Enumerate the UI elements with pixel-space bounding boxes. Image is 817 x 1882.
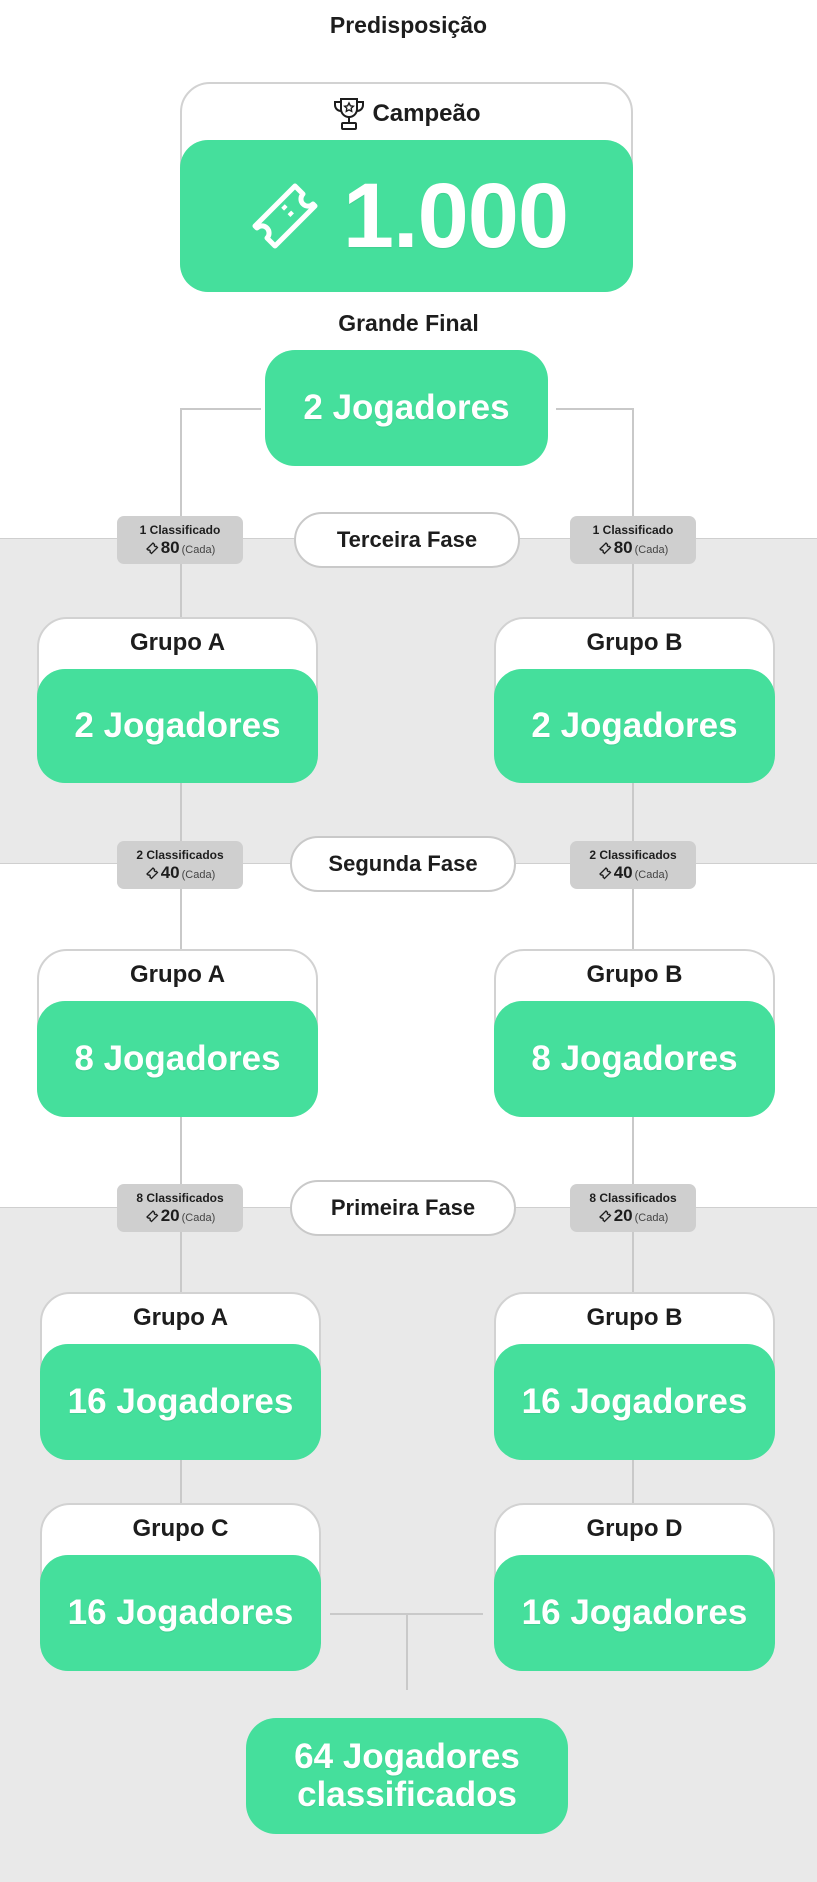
ticket-icon: [145, 542, 159, 555]
connector-line: [406, 1613, 408, 1690]
phase-pill-first: Primeira Fase: [290, 1180, 516, 1236]
connector-line: [632, 888, 634, 950]
group-name: Grupo B: [586, 961, 683, 988]
champion-header: Campeão: [182, 96, 631, 132]
group-card: Grupo B 8 Jogadores: [494, 949, 775, 1117]
champion-prize-box: 1.000: [180, 140, 633, 292]
group-card: Grupo A 2 Jogadores: [37, 617, 318, 783]
connector-line: [556, 408, 634, 410]
qualified-badge-right: 1 Classificado 80 (Cada): [570, 516, 696, 564]
badge-amount: 40: [160, 863, 180, 882]
final-title: Grande Final: [338, 310, 479, 336]
group-name: Grupo A: [132, 1304, 229, 1331]
badge-each: (Cada): [634, 869, 669, 881]
group-players-box: 8 Jogadores: [37, 1001, 318, 1117]
phase-pill-second: Segunda Fase: [290, 836, 516, 892]
page-title: Predisposição: [329, 12, 488, 38]
badge-qualified: 8 Classificados: [589, 1191, 677, 1205]
connector-line: [632, 564, 634, 618]
badge-each: (Cada): [181, 869, 216, 881]
badge-each: (Cada): [181, 1212, 216, 1224]
group-card: Grupo A 8 Jogadores: [37, 949, 318, 1117]
qualified-total-box: 64 Jogadores classificados: [246, 1718, 568, 1834]
badge-qualified: 8 Classificados: [136, 1191, 224, 1205]
qualified-badge-right: 2 Classificados 40 (Cada): [570, 841, 696, 889]
group-name: Grupo B: [586, 629, 683, 656]
phase-pill-third: Terceira Fase: [294, 512, 520, 568]
connector-line: [180, 564, 182, 618]
champion-prize: 1.000: [342, 164, 569, 267]
ticket-icon: [598, 1210, 612, 1223]
qualified-total-line2: classificados: [297, 1775, 517, 1814]
qualified-badge-left: 1 Classificado 80 (Cada): [117, 516, 243, 564]
group-players-box: 16 Jogadores: [494, 1555, 775, 1671]
badge-qualified: 1 Classificado: [139, 523, 221, 537]
group-card: Grupo A 16 Jogadores: [40, 1292, 321, 1460]
group-name: Grupo B: [586, 1304, 683, 1331]
badge-each: (Cada): [181, 544, 216, 556]
group-players-box: 8 Jogadores: [494, 1001, 775, 1117]
group-players-box: 16 Jogadores: [40, 1344, 321, 1460]
phase-label: Primeira Fase: [330, 1195, 476, 1220]
badge-each: (Cada): [634, 544, 669, 556]
badge-qualified: 2 Classificados: [136, 848, 224, 862]
champion-card: Campeão 1.000: [180, 82, 633, 292]
group-name: Grupo A: [129, 629, 226, 656]
connector-line: [632, 1116, 634, 1184]
group-players-box: 2 Jogadores: [494, 669, 775, 783]
group-players: 8 Jogadores: [74, 1039, 281, 1078]
group-card: Grupo C 16 Jogadores: [40, 1503, 321, 1671]
connector-line: [180, 408, 261, 410]
group-players-box: 2 Jogadores: [37, 669, 318, 783]
connector-line: [180, 782, 182, 842]
group-name: Grupo A: [129, 961, 226, 988]
badge-amount: 80: [613, 538, 633, 557]
group-players: 2 Jogadores: [74, 706, 281, 745]
group-players: 16 Jogadores: [521, 1382, 748, 1421]
ticket-icon: [145, 1210, 159, 1223]
qualified-badge-left: 2 Classificados 40 (Cada): [117, 841, 243, 889]
connector-line: [632, 1460, 634, 1504]
group-card: Grupo B 16 Jogadores: [494, 1292, 775, 1460]
badge-each: (Cada): [634, 1212, 669, 1224]
group-players-box: 16 Jogadores: [494, 1344, 775, 1460]
connector-line: [632, 782, 634, 842]
group-name: Grupo D: [586, 1515, 683, 1542]
connector-line: [632, 1232, 634, 1292]
qualified-badge-left: 8 Classificados 20 (Cada): [117, 1184, 243, 1232]
badge-amount: 20: [160, 1206, 180, 1225]
champion-label: Campeão: [372, 100, 481, 127]
connector-line: [180, 408, 182, 516]
trophy-icon: [334, 98, 365, 130]
connector-line: [180, 1232, 182, 1292]
badge-amount: 80: [160, 538, 180, 557]
group-players: 2 Jogadores: [531, 706, 738, 745]
ticket-icon: [145, 867, 159, 880]
group-players: 16 Jogadores: [67, 1382, 294, 1421]
connector-line: [180, 1460, 182, 1504]
phase-label: Terceira Fase: [336, 527, 478, 552]
group-name: Grupo C: [132, 1515, 229, 1542]
group-card: Grupo B 2 Jogadores: [494, 617, 775, 783]
badge-qualified: 2 Classificados: [589, 848, 677, 862]
group-players: 8 Jogadores: [531, 1039, 738, 1078]
badge-amount: 40: [613, 863, 633, 882]
final-players-box: 2 Jogadores: [265, 350, 548, 466]
ticket-icon: [252, 183, 318, 249]
qualified-total-line1: 64 Jogadores: [294, 1737, 520, 1776]
phase-label: Segunda Fase: [328, 851, 478, 876]
group-players: 16 Jogadores: [521, 1593, 748, 1632]
badge-qualified: 1 Classificado: [592, 523, 674, 537]
ticket-icon: [598, 542, 612, 555]
group-players-box: 16 Jogadores: [40, 1555, 321, 1671]
group-card: Grupo D 16 Jogadores: [494, 1503, 775, 1671]
connector-line: [180, 1116, 182, 1184]
connector-line: [632, 408, 634, 516]
qualified-badge-right: 8 Classificados 20 (Cada): [570, 1184, 696, 1232]
group-players: 16 Jogadores: [67, 1593, 294, 1632]
badge-amount: 20: [613, 1206, 633, 1225]
final-players: 2 Jogadores: [303, 388, 510, 427]
ticket-icon: [598, 867, 612, 880]
connector-line: [180, 888, 182, 950]
